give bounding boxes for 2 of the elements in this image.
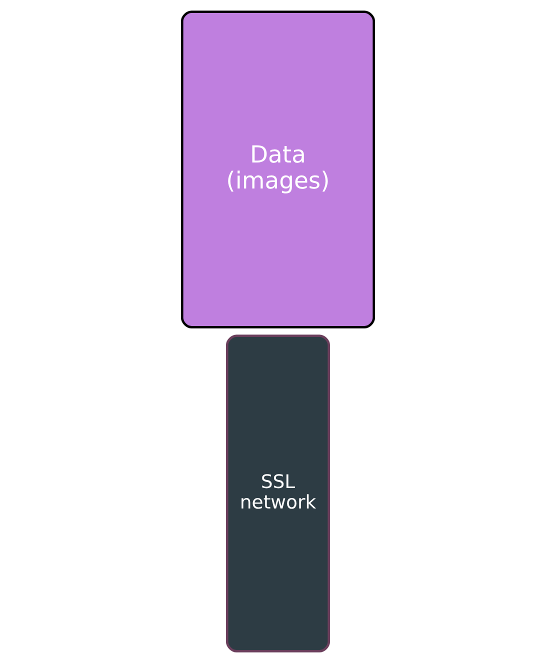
- node-box: SSL network: [226, 334, 330, 652]
- node-box: Data (images): [180, 10, 376, 328]
